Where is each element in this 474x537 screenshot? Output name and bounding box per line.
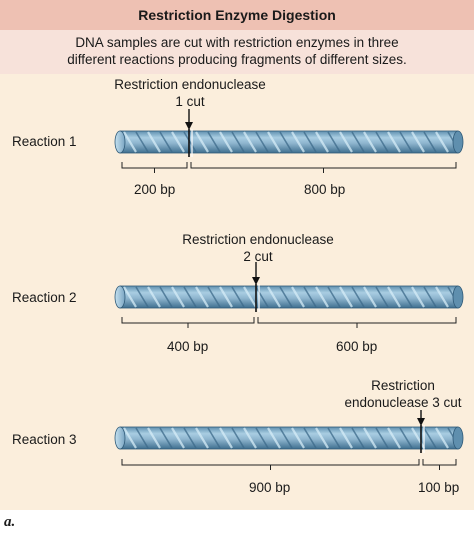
reaction-3-fragment-1: 900 bp [249, 480, 291, 495]
reaction-3-enzyme-line-2: endonuclease 3 cut [344, 395, 462, 410]
reaction-3-fragment-2: 100 bp [418, 480, 460, 495]
reaction-2-label: Reaction 2 [12, 290, 77, 305]
reaction-2-enzyme-line-1: Restriction endonuclease [182, 232, 334, 247]
fragment-bracket-2-b [257, 317, 457, 324]
fragment-bracket-2-a [121, 317, 255, 324]
fragment-bracket-3-b [422, 459, 457, 466]
cut-arrow-head-3 [417, 418, 425, 426]
fragment-bracket-3-a [121, 459, 420, 466]
fragment-bracket-1-a [121, 162, 188, 169]
reaction-2-fragment-2: 600 bp [336, 339, 378, 354]
reaction-3-enzyme-label: Restriction endonuclease 3 cut [336, 377, 470, 411]
reaction-1-enzyme-line-2: 1 cut [175, 94, 205, 109]
dna-molecule-3 [114, 426, 464, 450]
figure-description: DNA samples are cut with restriction enz… [0, 30, 474, 74]
reaction-3-label: Reaction 3 [12, 432, 77, 447]
reaction-2-enzyme-label: Restriction endonuclease 2 cut [160, 231, 356, 265]
figure-title: Restriction Enzyme Digestion [0, 0, 474, 31]
figure-caption: a. [4, 514, 16, 530]
reaction-2-fragment-1: 400 bp [167, 339, 209, 354]
dna-diagram [114, 109, 464, 470]
description-line-1: DNA samples are cut with restriction enz… [75, 35, 399, 50]
description-line-2: different reactions producing fragments … [67, 52, 407, 67]
reaction-3-enzyme-line-1: Restriction [371, 378, 435, 393]
dna-molecule-1 [114, 130, 464, 154]
reaction-1-fragment-1: 200 bp [134, 182, 176, 197]
reaction-1-enzyme-line-1: Restriction endonuclease [114, 77, 266, 92]
cut-arrow-head-1 [185, 122, 193, 130]
dna-molecule-2 [114, 285, 464, 309]
reaction-1-enzyme-label: Restriction endonuclease 1 cut [92, 76, 288, 110]
reaction-2-enzyme-line-2: 2 cut [243, 249, 273, 264]
fragment-bracket-1-b [190, 162, 457, 169]
reaction-1-fragment-2: 800 bp [304, 182, 346, 197]
cut-arrow-head-2 [252, 277, 260, 285]
restriction-digestion-figure: Restriction Enzyme Digestion DNA samples… [0, 0, 474, 510]
reaction-1-label: Reaction 1 [12, 134, 77, 149]
